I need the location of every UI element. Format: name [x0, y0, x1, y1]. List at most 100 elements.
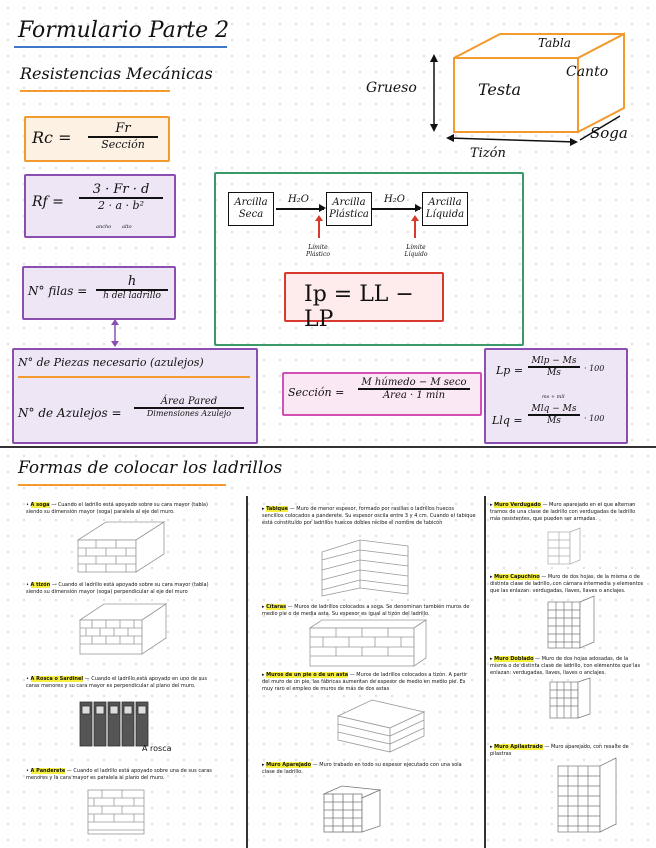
- citaras-image: [308, 619, 428, 667]
- red-arrow-liquido: [411, 215, 418, 238]
- brick-tizon-image: [78, 603, 168, 655]
- plasticity-diagram: Arcilla Seca H₂O Arcilla Plástica H₂O Ar…: [214, 172, 524, 346]
- term-tizon: A tizón: [30, 582, 51, 588]
- lp-numerator: Mlp − Ms: [531, 356, 577, 366]
- filas-lhs: N° filas =: [28, 284, 88, 298]
- brick-rosca-image: [79, 701, 149, 747]
- filas-denominator: h del ladrillo: [103, 290, 161, 301]
- label-canto: Canto: [566, 64, 609, 80]
- section-divider: [0, 446, 656, 448]
- term-doblado: Muro Doblado: [494, 656, 534, 662]
- page-title: Formulario Parte 2: [18, 18, 230, 43]
- term-soga: A soga: [30, 502, 50, 508]
- ip-formula: Ip = LL − LP: [304, 282, 414, 332]
- tabique-image: [321, 539, 409, 597]
- col3-item-verdugado: ▸ Muro Verdugado — Muro aparejado en el …: [490, 502, 636, 522]
- lp-denominator: Ms: [547, 367, 561, 378]
- node-arcilla-seca: Arcilla Seca: [228, 192, 274, 226]
- title-underline: [14, 46, 227, 48]
- term-panderete: A Panderete: [30, 768, 66, 774]
- azulejos-lhs: N° de Azulejos =: [18, 406, 122, 420]
- rf-sub-a: ancho: [96, 224, 112, 230]
- lp-lhs: Lp =: [496, 364, 524, 377]
- rc-lhs: Rc =: [32, 128, 72, 147]
- section2-title: Formas de colocar los ladrillos: [18, 458, 283, 478]
- azulejos-denominator: Dimensiones Azulejo: [146, 408, 232, 418]
- llq-numerator: Mlq − Ms: [531, 404, 577, 414]
- limite-plastico-label: Límite Plástico: [306, 244, 330, 258]
- section-subtitle: Resistencias Mecánicas: [20, 64, 213, 83]
- doblado-image: [549, 677, 591, 719]
- term-un-pie: Muros de un pie o de un asta: [266, 672, 349, 678]
- rc-formula-box: Rc = Fr Sección: [24, 116, 170, 162]
- rf-lhs: Rf =: [32, 194, 64, 210]
- capuchino-image: [547, 595, 595, 649]
- column-divider-1: [246, 496, 248, 848]
- col3-item-apilastrado: ▸ Muro Apilastrado — Muro aparejado, con…: [490, 744, 629, 757]
- term-citaras: Cítaras: [266, 604, 287, 610]
- llq-lhs: Llq =: [492, 414, 523, 427]
- term-tabique: Tabique: [266, 506, 289, 512]
- term-capuchino: Muro Capuchino: [494, 574, 540, 580]
- azulejos-numerator: Área Pared: [160, 396, 218, 407]
- term-verdugado: Muro Verdugado: [494, 502, 541, 508]
- rf-formula-box: Rf = 3 · Fr · d 2 · a · b² ancho alto: [24, 174, 176, 238]
- filas-numerator: h: [127, 274, 137, 289]
- rc-numerator: Fr: [115, 121, 131, 136]
- lp-mult: · 100: [584, 364, 605, 373]
- seccion-lhs: Sección =: [288, 386, 345, 399]
- h2o-label-1: H₂O: [288, 194, 309, 205]
- limite-liquido-label: Límite Líquido: [404, 244, 428, 258]
- filas-formula-box: N° filas = h h del ladrillo: [22, 266, 176, 320]
- node-arcilla-liquida: Arcilla Líquida: [422, 192, 468, 226]
- rf-denominator: 2 · a · b²: [98, 198, 144, 212]
- col2-item-aparejado: ▸ Muro Aparejado — Muro trabado en todo …: [262, 762, 462, 775]
- rc-fraction: Fr Sección: [84, 121, 162, 151]
- label-tabla: Tabla: [538, 36, 571, 50]
- section2-underline: [18, 484, 226, 486]
- rosca-caption: A rosca: [142, 744, 172, 753]
- seccion-fraction: M húmedo − M seco Área · 1 min: [354, 377, 474, 401]
- col1-item-soga: • A soga — Cuando el ladrillo está apoya…: [26, 502, 208, 515]
- piezas-text: N° de Piezas necesario (azulejos): [18, 356, 204, 369]
- arrow-1: [276, 205, 326, 211]
- filas-fraction: h h del ladrillo: [94, 274, 170, 301]
- label-testa: Testa: [478, 80, 522, 99]
- limits-formula-box: Lp = Mlp − Ms Ms · 100 ms + mll Llq = Ml…: [484, 348, 628, 444]
- col3-item-doblado: ▸ Muro Doblado — Muro de dos hojas adosa…: [490, 656, 641, 676]
- node-arcilla-plastica: Arcilla Plástica: [326, 192, 372, 226]
- brick-panderete-image: [87, 789, 145, 835]
- aparejado-image: [322, 785, 382, 833]
- llq-sup: ms + mll: [542, 394, 565, 400]
- red-arrow-plastico: [315, 215, 322, 238]
- arrow-2: [372, 205, 422, 211]
- term-rosca: A Rosca o Sardinel: [30, 676, 84, 682]
- lp-fraction: Mlp − Ms Ms: [526, 356, 582, 378]
- llq-denominator: Ms: [547, 415, 561, 426]
- verdugado-image: [547, 527, 581, 565]
- label-grueso: Grueso: [366, 80, 417, 96]
- brick-3d-sketch: [430, 32, 625, 146]
- ip-formula-box: Ip = LL − LP: [284, 272, 444, 332]
- label-tizon: Tizón: [470, 146, 506, 161]
- seccion-denominator: Área · 1 min: [382, 389, 446, 401]
- azulejos-formula-box: N° de Piezas necesario (azulejos) N° de …: [12, 348, 258, 444]
- rf-fraction: 3 · Fr · d 2 · a · b²: [76, 182, 166, 212]
- term-aparejado: Muro Aparejado: [266, 762, 312, 768]
- seccion-formula-box: Sección = M húmedo − M seco Área · 1 min: [282, 372, 482, 416]
- rf-numerator: 3 · Fr · d: [92, 182, 150, 197]
- un-pie-image: [336, 699, 426, 753]
- col2-item-citaras: ▸ Cítaras — Muros de ladrillos colocados…: [262, 604, 470, 617]
- seccion-numerator: M húmedo − M seco: [361, 377, 467, 388]
- column-divider-2: [484, 496, 486, 848]
- apilastrado-image: [557, 757, 617, 833]
- col2-item-tabique: ▸ Tabique — Muro de menor espesor, forma…: [262, 506, 476, 526]
- brick-soga-image: [76, 521, 166, 573]
- llq-fraction: Mlq − Ms Ms: [526, 404, 582, 426]
- col1-item-rosca: • A Rosca o Sardinel — Cuando el ladrill…: [26, 676, 208, 689]
- azulejos-fraction: Área Pared Dimensiones Azulejo: [130, 396, 248, 418]
- col2-item-un-pie: ▸ Muros de un pie o de un asta — Muros d…: [262, 672, 468, 692]
- subtitle-underline: [20, 90, 170, 92]
- rf-sub-b: alto: [122, 224, 132, 230]
